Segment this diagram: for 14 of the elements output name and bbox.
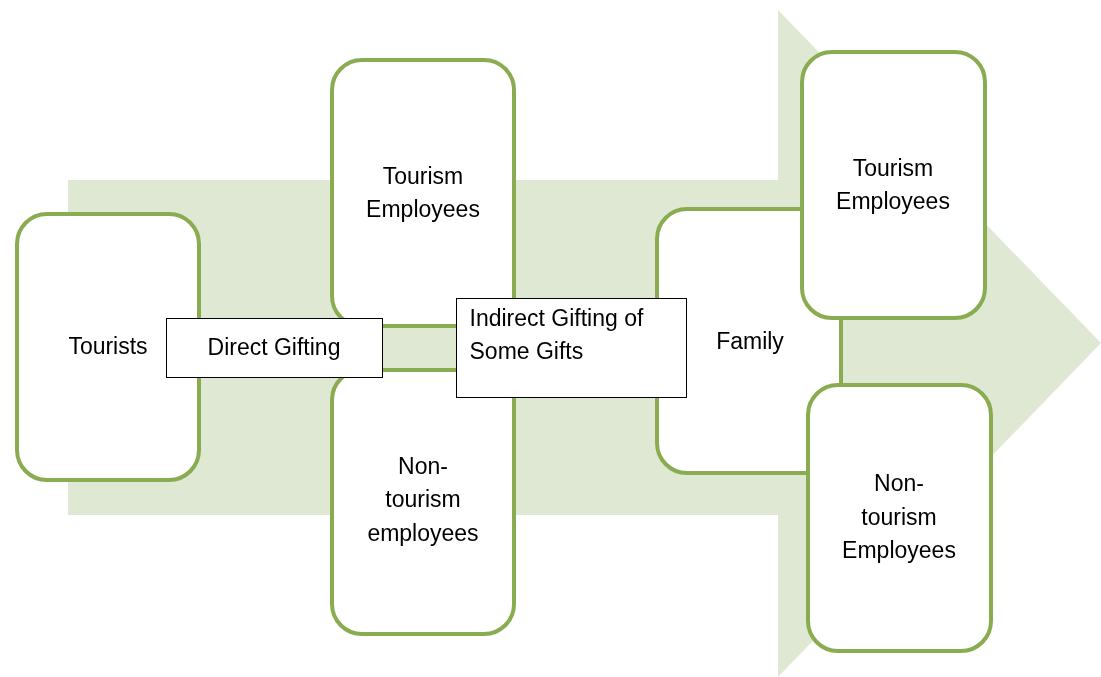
node-label: Non-tourism Employees — [841, 469, 957, 566]
node-label: Indirect Gifting of Some Gifts — [469, 303, 645, 366]
node-label: Family — [716, 327, 784, 357]
node-label: Tourists — [68, 332, 148, 362]
node-label: Tourism Employees — [835, 153, 951, 216]
node-label: Non-tourism employees — [366, 452, 480, 548]
process-box — [806, 383, 993, 653]
process-box — [800, 50, 987, 320]
label-box — [166, 318, 383, 378]
process-box — [15, 212, 201, 482]
node-label: Direct Gifting — [207, 332, 341, 362]
label-box — [456, 298, 687, 398]
process-box — [330, 368, 516, 636]
node-label: Tourism Employees — [365, 161, 481, 224]
